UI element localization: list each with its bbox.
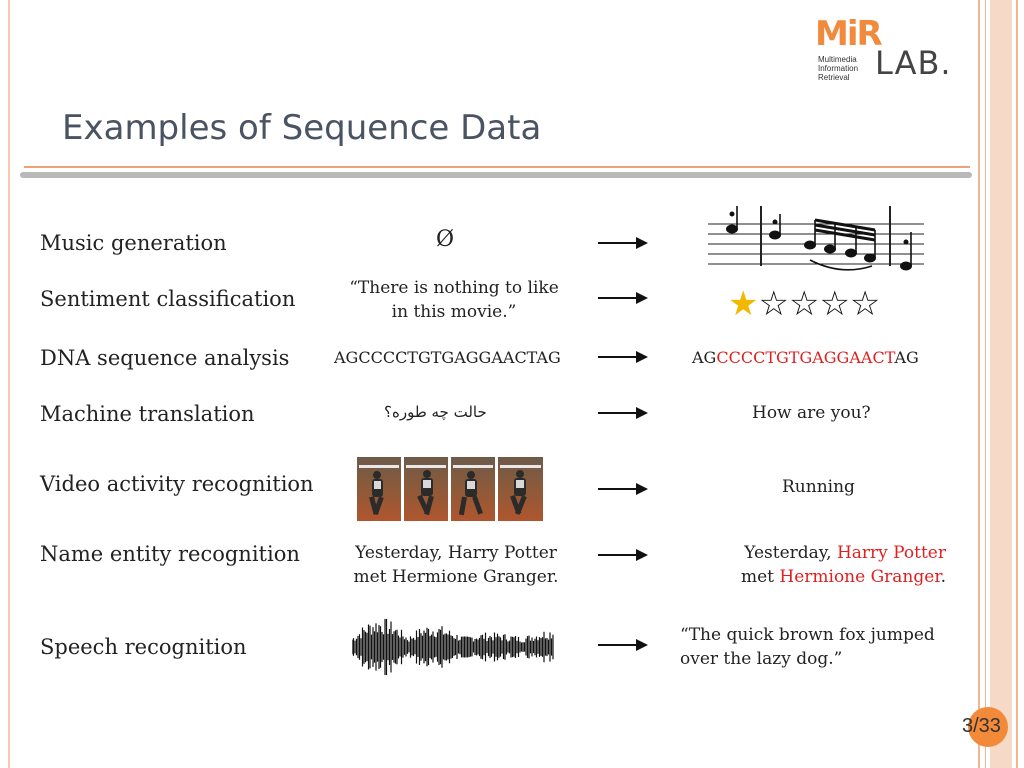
row-label-music-generation: Music generation [40, 231, 227, 255]
page-number-text: 3/33 [962, 715, 1001, 737]
arrow-icon [598, 549, 648, 561]
logo-brand-bottom: LAB. [875, 44, 952, 82]
logo-brand-top: MiR [815, 14, 883, 54]
video-output-label: Running [782, 477, 855, 497]
frame-right-line [1016, 0, 1018, 768]
frame-right-bar [990, 0, 1012, 768]
arrow-icon [598, 237, 648, 249]
arrow-icon [598, 407, 648, 419]
arrow-icon [598, 639, 648, 651]
row-label-name-entity-recognition: Name entity recognition [40, 542, 300, 566]
ner-entity-person: Hermione Granger [779, 567, 941, 587]
video-frames-image [357, 457, 543, 521]
page-number-badge [968, 707, 1008, 747]
frame-right-line [978, 0, 980, 768]
speech-output-text: “The quick brown fox jumped over the laz… [680, 625, 935, 669]
star-empty-icon: ☆☆☆☆ [758, 284, 881, 324]
title-divider-shadow [20, 172, 972, 178]
arrow-icon [598, 483, 648, 495]
sentiment-input-text: “There is nothing to like in this movie.… [349, 278, 559, 322]
dna-highlight: CCCCTGTGAGGAACT [716, 348, 895, 367]
arrow-icon [598, 351, 648, 363]
slide-title: Examples of Sequence Data [62, 108, 542, 148]
mir-lab-logo: MiR Multimedia Information Retrieval LAB… [815, 14, 965, 84]
audio-waveform-image [352, 618, 554, 676]
row-label-machine-translation: Machine translation [40, 402, 255, 426]
row-label-video-activity-recognition: Video activity recognition [40, 472, 314, 496]
page-number: 3/33 [962, 707, 1012, 747]
translation-output-english: How are you? [752, 403, 871, 423]
arrow-icon [598, 292, 648, 304]
row-label-dna-sequence-analysis: DNA sequence analysis [40, 346, 290, 370]
translation-input-persian: حالت چه طوره؟ [384, 403, 487, 421]
logo-subtitle: Multimedia Information Retrieval [818, 55, 859, 82]
frame-right-line [985, 0, 986, 768]
dna-output-sequence: AGCCCCTGTGAGGAACTAG [692, 348, 919, 367]
title-divider [24, 166, 970, 168]
star-rating: ★☆☆☆☆ [728, 286, 880, 322]
ner-entity-person: Harry Potter [836, 543, 946, 563]
ner-output-text: Yesterday, Harry Potter met Hermione Gra… [740, 543, 946, 587]
music-input-empty: Ø [436, 227, 455, 252]
dna-input-sequence: AGCCCCTGTGAGGAACTAG [334, 348, 561, 367]
star-filled-icon: ★ [728, 284, 759, 324]
row-label-speech-recognition: Speech recognition [40, 635, 247, 659]
row-label-sentiment-classification: Sentiment classification [40, 287, 296, 311]
music-score-icon [708, 206, 924, 271]
frame-left-line [8, 0, 10, 768]
ner-input-text: Yesterday, Harry Potter met Hermione Gra… [353, 543, 559, 587]
